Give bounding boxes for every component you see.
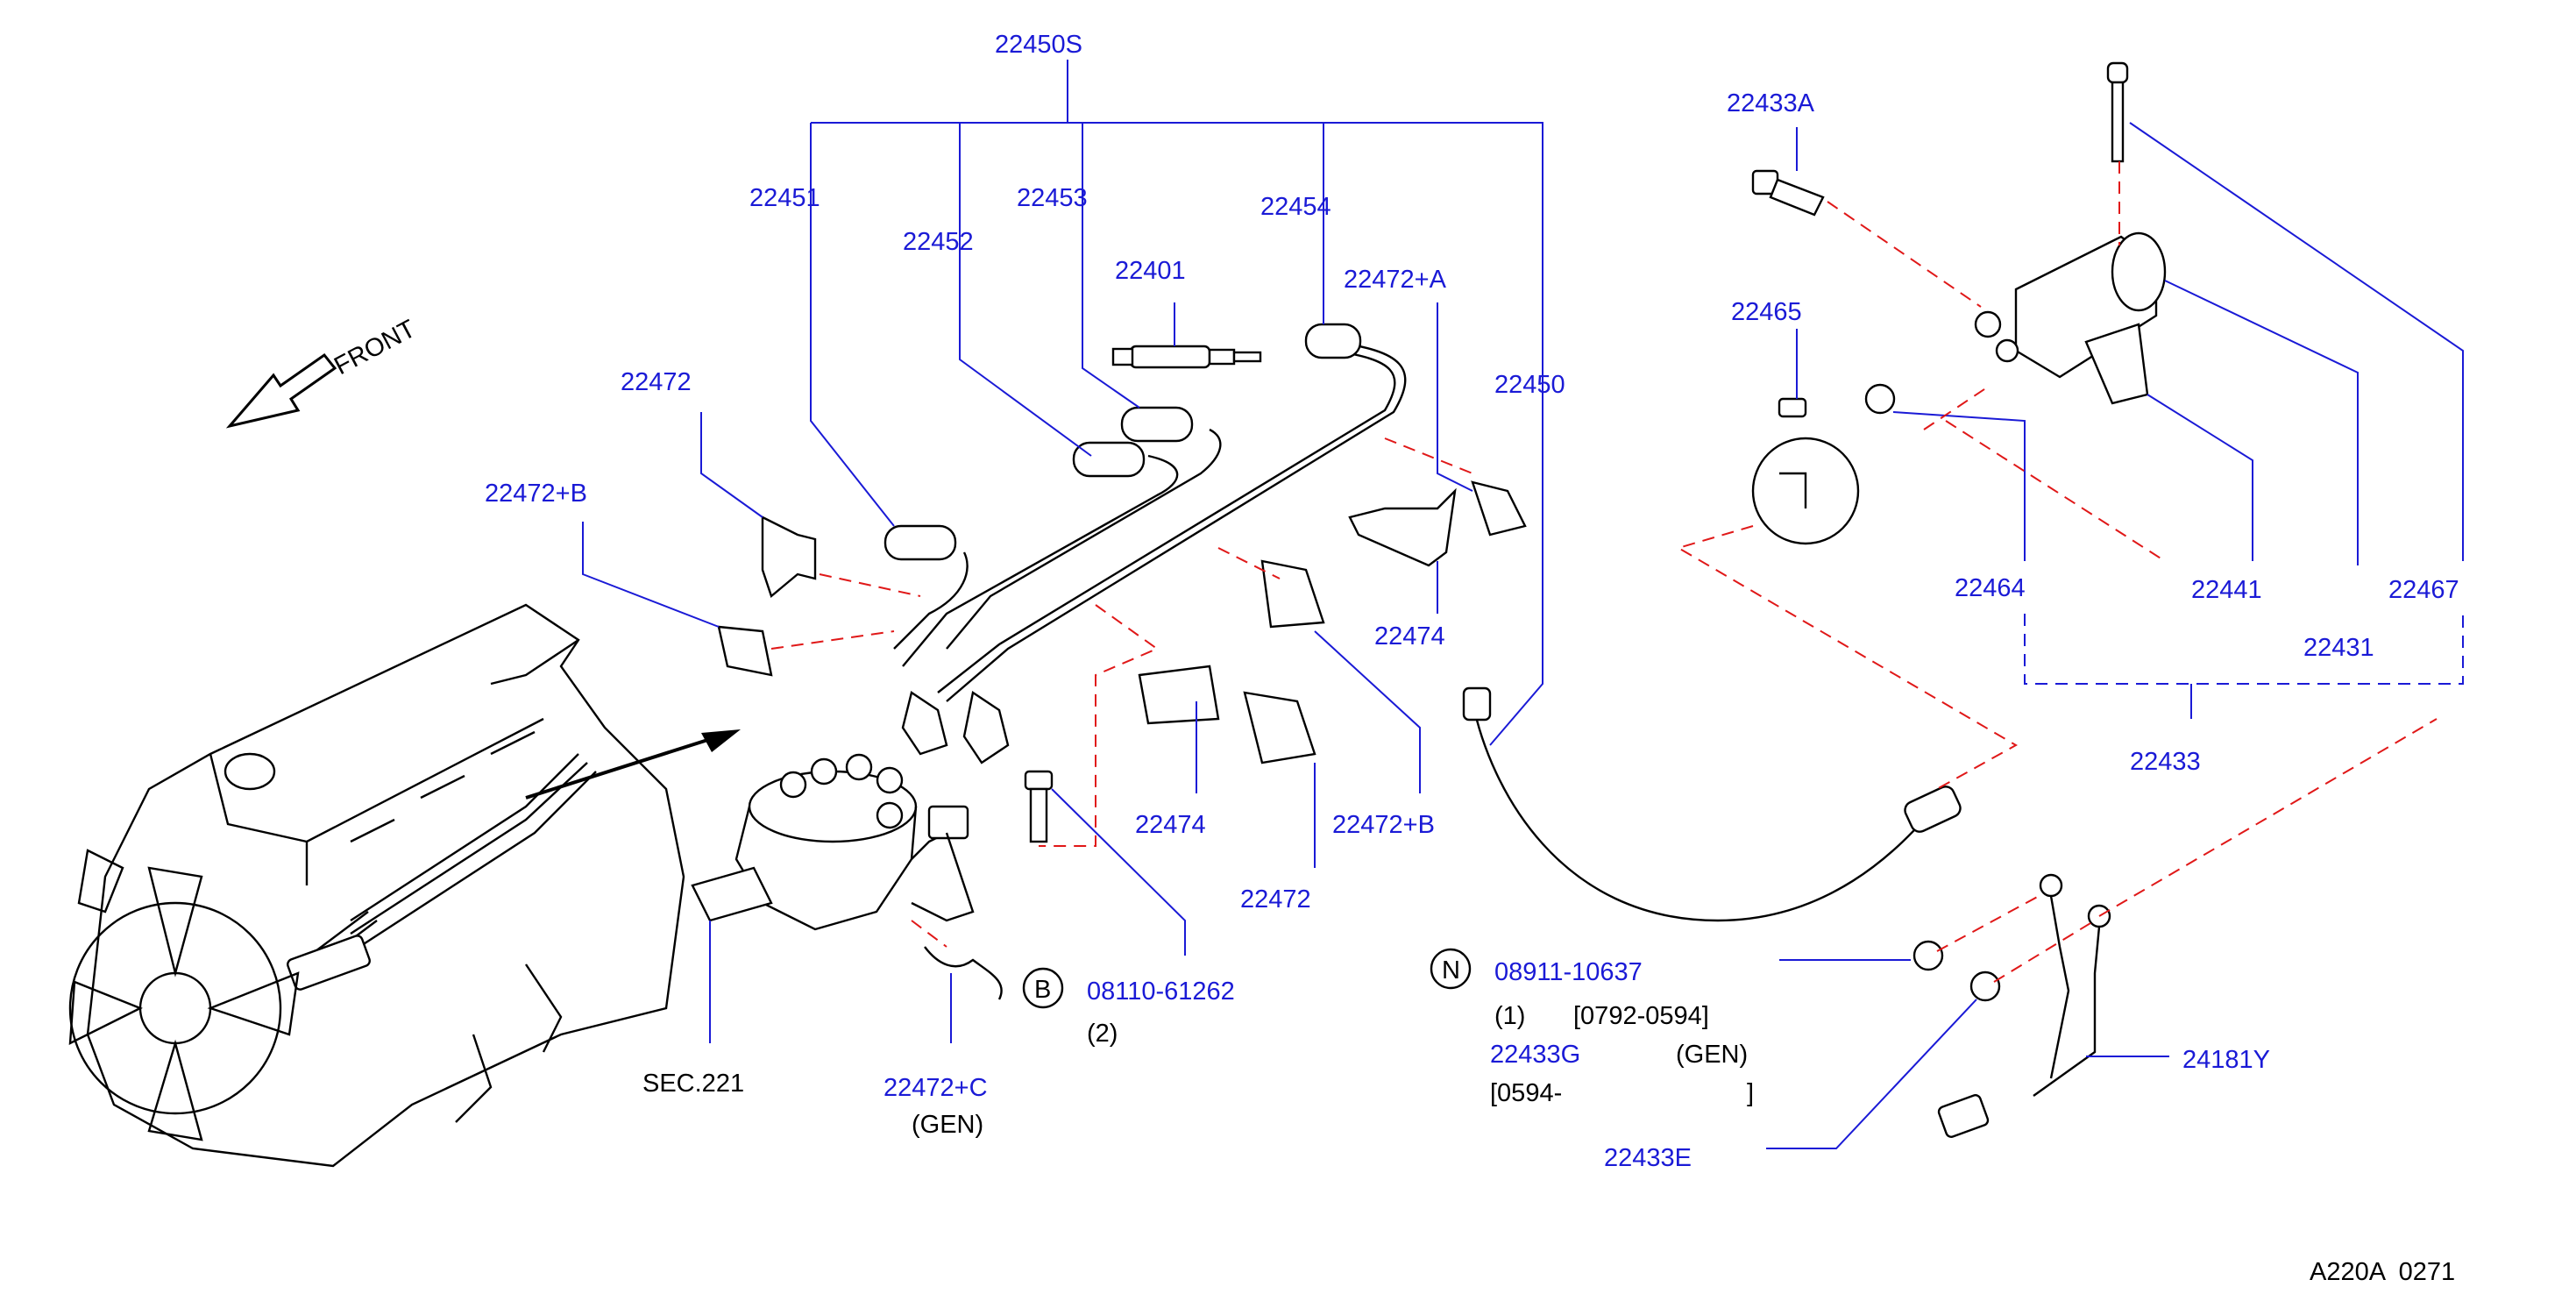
spark-plug (1111, 345, 1262, 369)
distributor (691, 753, 975, 931)
part-22474-top-label[interactable]: 22474 (1374, 622, 1445, 650)
wire-bracket (1138, 665, 1220, 725)
ignition-wire-harness (884, 323, 1407, 764)
diagram-reference: A220A 0271 (2310, 1258, 2455, 1286)
wire-clamp (1260, 559, 1325, 629)
clip (924, 946, 1003, 1000)
wire-clamp (717, 625, 773, 677)
wire-bracket (1348, 487, 1457, 567)
qty-1-label: (1) (1494, 1002, 1525, 1030)
part-22433-label[interactable]: 22433 (2130, 748, 2201, 776)
part-22472-label[interactable]: 22472 (1240, 885, 1311, 914)
long-bolt (2106, 61, 2129, 163)
part-22454-label[interactable]: 22454 (1260, 193, 1331, 221)
part-22450s-label[interactable]: 22450S (995, 31, 1082, 59)
part-22441-label[interactable]: 22441 (2191, 576, 2262, 604)
nut (1864, 383, 1896, 415)
range-label-2-end: ] (1747, 1079, 1754, 1107)
part-24181y-label[interactable]: 24181Y (2182, 1046, 2270, 1074)
range-label-2: [0594- (1490, 1079, 1562, 1107)
gen-label-2: (GEN) (1676, 1041, 1748, 1069)
part-22472c-label[interactable]: 22472+C (884, 1074, 988, 1102)
bolt (1024, 770, 1054, 843)
sec221-label[interactable]: SEC.221 (642, 1070, 744, 1098)
circle-n-icon (1430, 948, 1472, 990)
nut (1912, 940, 1944, 971)
part-22431-label[interactable]: 22431 (2303, 634, 2374, 662)
part-22453-label[interactable]: 22453 (1017, 184, 1088, 212)
part-22452-label[interactable]: 22452 (903, 228, 974, 256)
coil-wire (1462, 686, 1962, 922)
wire-clamp (761, 515, 817, 599)
part-22472b-top-label[interactable]: 22472+B (485, 480, 587, 508)
part-08110-61262-label[interactable]: 08110-61262 (1087, 978, 1235, 1006)
part-22450-label[interactable]: 22450 (1494, 371, 1565, 399)
qty-2-label: (2) (1087, 1020, 1118, 1048)
gen-label-1: (GEN) (912, 1111, 983, 1139)
range-label-1: [0792-0594] (1573, 1002, 1709, 1030)
part-22474-label[interactable]: 22474 (1135, 811, 1206, 839)
engine-assembly (68, 603, 741, 1168)
part-22464-label[interactable]: 22464 (1955, 574, 2026, 602)
coil-cap (1751, 397, 1860, 545)
ignition-coil (1974, 231, 2167, 405)
front-arrow-icon (225, 352, 337, 429)
circle-b-label: B (1034, 976, 1051, 1004)
part-08911-10637-label[interactable]: 08911-10637 (1494, 958, 1643, 986)
part-22472a-label[interactable]: 22472+A (1344, 266, 1447, 294)
part-22433e-label[interactable]: 22433E (1604, 1144, 1692, 1172)
part-22465-label[interactable]: 22465 (1731, 298, 1802, 326)
wire-clamp (1243, 691, 1316, 764)
circle-n-label: N (1442, 956, 1460, 985)
circle-b-icon (1022, 967, 1064, 1009)
part-22472-top-label[interactable]: 22472 (621, 368, 692, 396)
part-22451-label[interactable]: 22451 (749, 184, 820, 212)
front-label: FRONT (330, 315, 420, 380)
dashed-relation-lines (770, 161, 2438, 983)
part-22401-label[interactable]: 22401 (1115, 257, 1186, 285)
part-22433a-label[interactable]: 22433A (1727, 89, 1815, 117)
screw (1751, 169, 1825, 217)
wire-clamp (1471, 480, 1527, 537)
leader-lines (582, 60, 2464, 1149)
part-22433g-label[interactable]: 22433G (1490, 1041, 1580, 1069)
part-22467-label[interactable]: 22467 (2388, 576, 2459, 604)
nut (1969, 970, 2001, 1002)
part-22472b-label[interactable]: 22472+B (1332, 811, 1435, 839)
ground-strap (1937, 873, 2111, 1138)
